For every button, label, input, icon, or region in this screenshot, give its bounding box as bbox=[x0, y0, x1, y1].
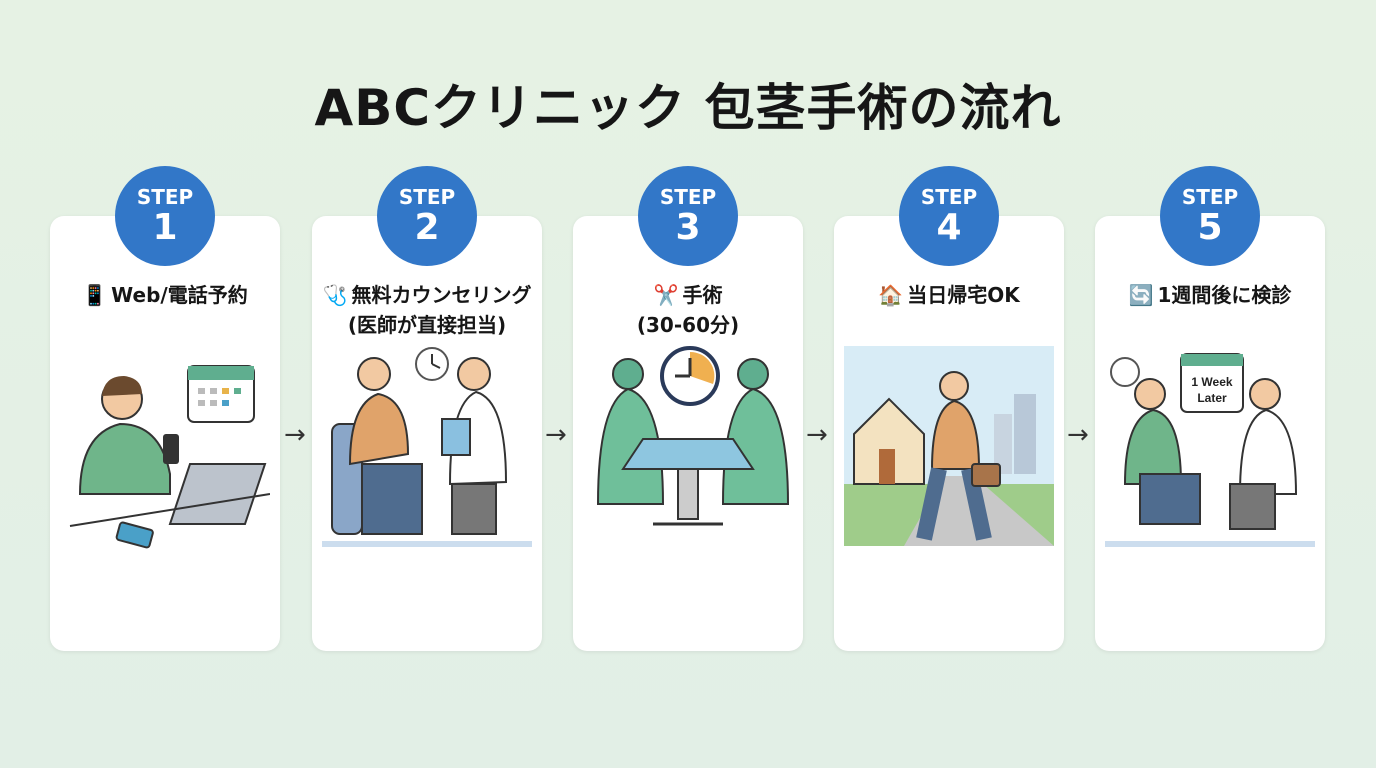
step-label: STEP bbox=[136, 185, 194, 209]
surgery-illustration bbox=[596, 346, 790, 526]
arrow-icon: → bbox=[1067, 420, 1089, 450]
scissors-icon: ✂️ bbox=[653, 283, 679, 307]
step-number: 5 bbox=[1197, 207, 1223, 248]
step-title: 手術 bbox=[682, 283, 723, 307]
counseling-illustration bbox=[322, 347, 532, 547]
going-home-illustration bbox=[844, 346, 1054, 546]
step-number: 1 bbox=[152, 207, 178, 248]
house-icon: 🏠 bbox=[878, 283, 904, 307]
page-title: ABCクリニック 包茎手術の流れ bbox=[314, 79, 1062, 137]
step-label: STEP bbox=[398, 185, 456, 209]
repeat-icon: 🔄 bbox=[1128, 283, 1154, 307]
step-title: 無料カウンセリング bbox=[351, 283, 532, 307]
step-subtitle: (30-60分) bbox=[636, 313, 740, 337]
calendar-line-2: Later bbox=[1197, 391, 1227, 405]
step-number: 2 bbox=[414, 207, 440, 248]
booking-illustration bbox=[69, 365, 270, 549]
arrow-icon: → bbox=[806, 420, 828, 450]
step-title: Web/電話予約 bbox=[111, 283, 248, 307]
step-title: 当日帰宅OK bbox=[907, 283, 1020, 307]
step-label: STEP bbox=[659, 185, 717, 209]
mobile-phone-icon: 📱 bbox=[82, 283, 108, 307]
step-title: 1週間後に検診 bbox=[1157, 283, 1292, 307]
step-label: STEP bbox=[1181, 185, 1239, 209]
stethoscope-icon: 🩺 bbox=[322, 283, 348, 307]
checkup-illustration: 1 Week Later bbox=[1105, 353, 1315, 547]
arrow-icon: → bbox=[284, 420, 306, 450]
step-label: STEP bbox=[920, 185, 978, 209]
step-number: 4 bbox=[936, 207, 962, 248]
arrow-icon: → bbox=[545, 420, 567, 450]
calendar-line-1: 1 Week bbox=[1191, 375, 1232, 389]
step-subtitle: (医師が直接担当) bbox=[347, 313, 507, 337]
step-number: 3 bbox=[675, 207, 701, 248]
